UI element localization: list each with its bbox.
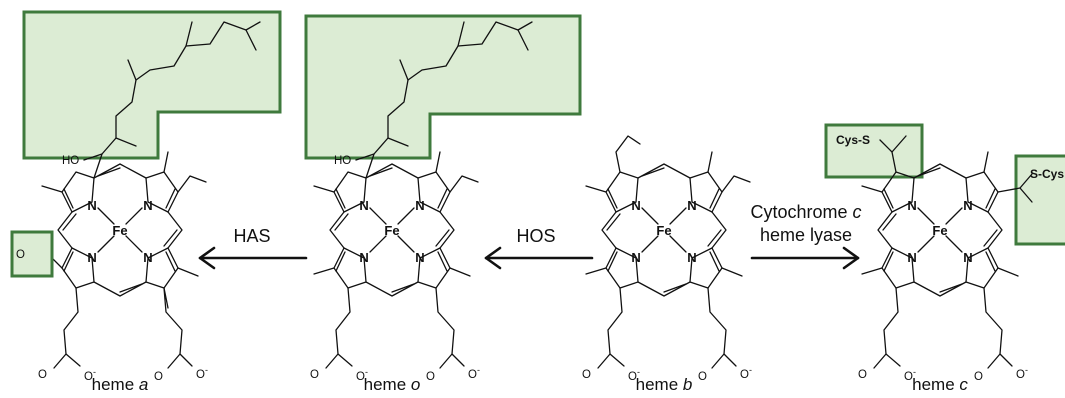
heme-b-name: heme b — [636, 375, 693, 394]
oxide-label: O- — [740, 365, 752, 381]
cys-right-highlight-box — [1014, 154, 1065, 246]
heme-a-name: heme a — [92, 375, 149, 394]
farnesyl-highlight-box — [304, 14, 582, 160]
heme-c-structure: Cys-S S-Cys O O- O O- — [824, 123, 1065, 383]
oxygen-label: O — [154, 371, 163, 383]
hydroxyl-label: HO — [334, 155, 351, 167]
hos-arrow: HOS — [484, 226, 594, 270]
farnesyl-highlight-box — [22, 10, 282, 160]
formyl-highlight-box — [10, 230, 54, 278]
oxide-label: O- — [628, 367, 640, 383]
cys-s-label: Cys-S — [836, 133, 870, 147]
hydroxyl-label: HO — [62, 155, 79, 167]
oxygen-label: O — [698, 371, 707, 383]
has-arrow: HAS — [198, 226, 308, 270]
hos-label: HOS — [516, 226, 555, 246]
lyase-arrow: Cytochrome c heme lyase — [750, 202, 862, 270]
oxygen-label: O — [310, 369, 319, 381]
lyase-label-line1: Cytochrome c — [750, 202, 861, 222]
oxide-label: O- — [196, 365, 208, 381]
oxide-label: O- — [356, 367, 368, 383]
oxygen-label: O — [858, 369, 867, 381]
lyase-label-line2: heme lyase — [760, 225, 852, 245]
oxygen-label: O — [426, 371, 435, 383]
oxygen-label: O — [16, 249, 25, 261]
heme-o-structure: HO O O- O O- — [304, 14, 582, 383]
has-label: HAS — [233, 226, 270, 246]
heme-c-name: heme c — [912, 375, 968, 394]
cys-left-highlight-box — [824, 123, 924, 179]
heme-o-name: heme o — [364, 375, 421, 394]
heme-a-structure: HO O O O- O O- — [10, 10, 282, 383]
oxide-label: O- — [904, 367, 916, 383]
oxygen-label: O — [974, 371, 983, 383]
oxygen-label: O — [38, 369, 47, 381]
oxide-label: O- — [1016, 365, 1028, 381]
heme-b-structure: O O- O O- — [582, 135, 752, 383]
oxygen-label: O — [582, 369, 591, 381]
oxide-label: O- — [468, 365, 480, 381]
s-cys-label: S-Cys — [1030, 167, 1064, 181]
oxide-label: O- — [84, 367, 96, 383]
